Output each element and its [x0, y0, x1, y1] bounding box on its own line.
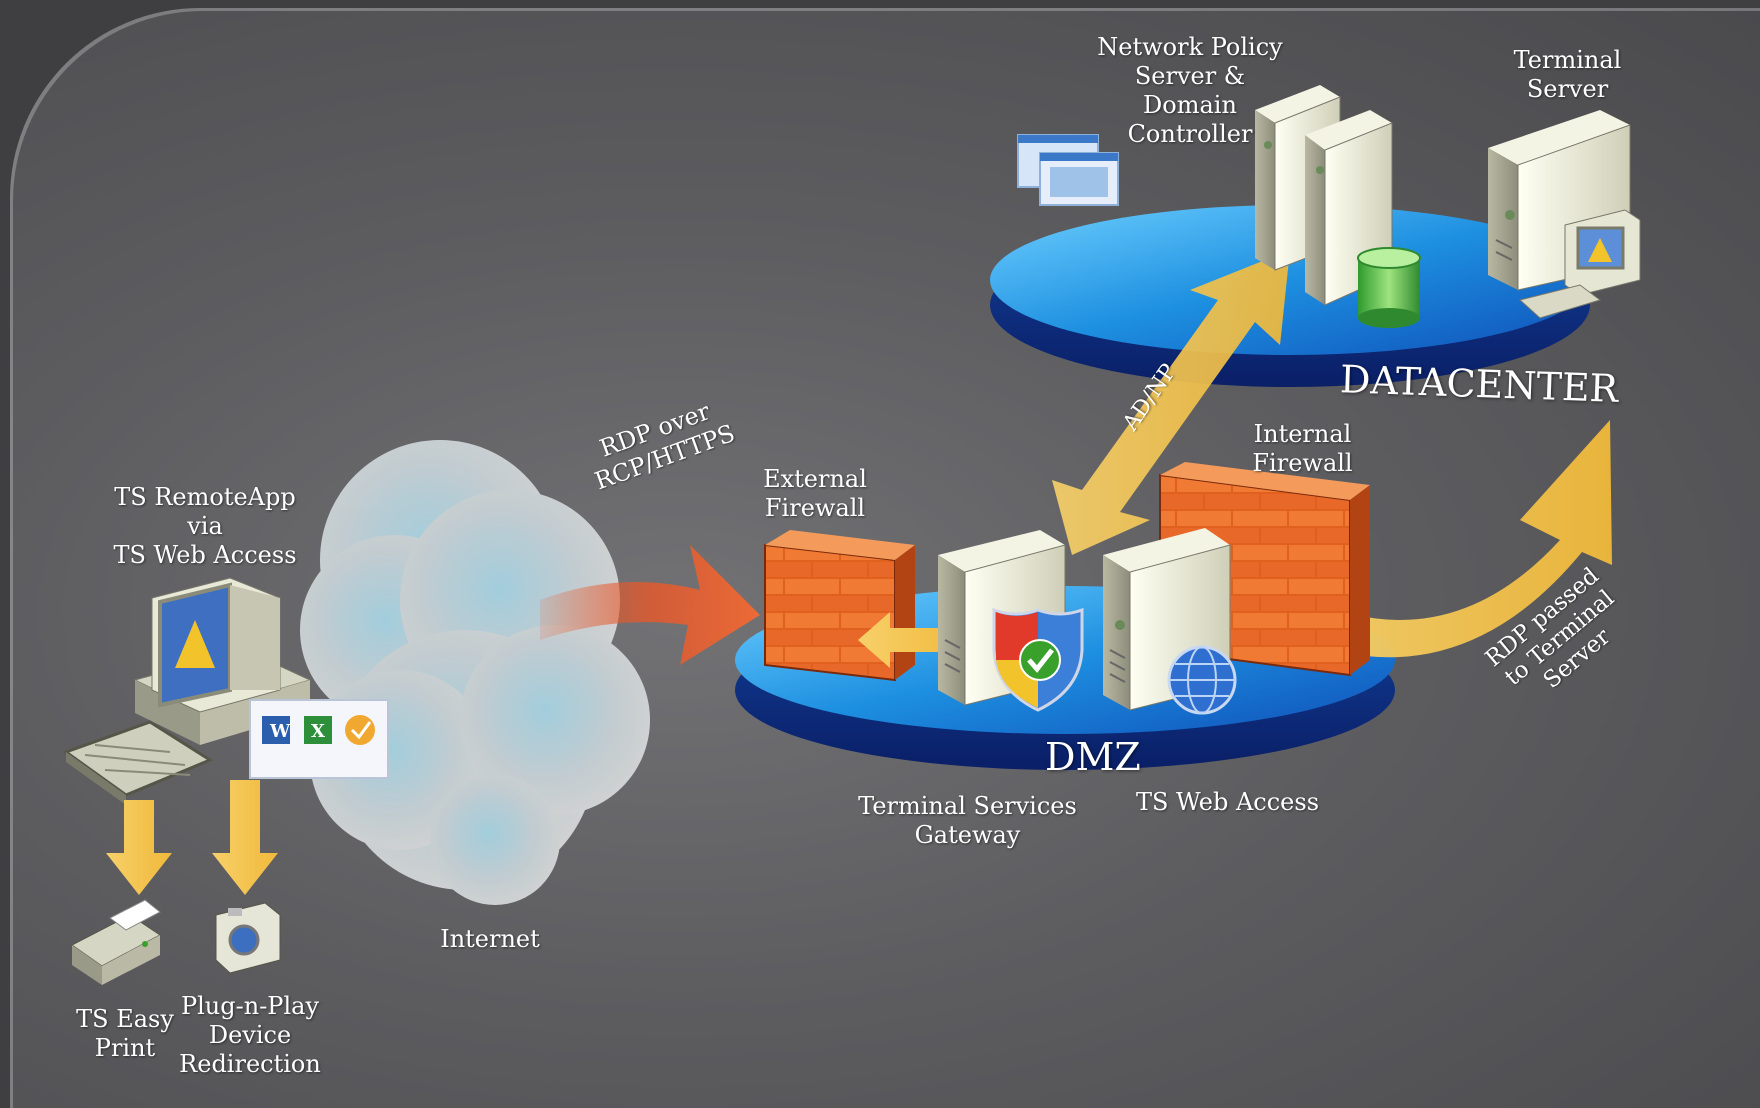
ts-gateway-label: Terminal Services Gateway	[858, 792, 1077, 849]
terminal-server-icon	[1488, 110, 1641, 319]
adnp-arrow	[1052, 250, 1290, 555]
rdp-arrow	[540, 545, 760, 665]
network-diagram: W X TS RemoteApp via TS Web Acce	[10, 8, 1760, 1108]
easy-print-label: TS Easy Print	[76, 1005, 174, 1062]
internet-cloud-icon	[300, 440, 650, 905]
external-firewall-label: External Firewall	[763, 465, 867, 522]
camera-icon	[215, 902, 281, 974]
terminal-server-label: Terminal Server	[1513, 46, 1622, 103]
remoteapp-windows-icon	[1017, 134, 1119, 206]
diagram-canvas: W X	[62, 85, 1641, 985]
print-arrow	[106, 800, 172, 895]
dmz-label: DMZ	[1045, 735, 1141, 779]
globe-icon	[1167, 645, 1237, 715]
printer-icon	[71, 899, 161, 985]
remoteapp-label: TS RemoteApp via TS Web Access	[113, 483, 297, 569]
pnp-arrow	[212, 780, 278, 895]
shield-icon	[992, 607, 1084, 712]
internal-firewall-label: Internal Firewall	[1252, 420, 1353, 477]
office-apps-icon: W X	[249, 699, 389, 779]
svg-text:X: X	[311, 721, 325, 742]
keyboard-icon	[62, 720, 214, 805]
internet-label: Internet	[440, 925, 540, 953]
nps-server-icon	[1255, 85, 1393, 306]
pnp-label: Plug-n-Play Device Redirection	[179, 992, 321, 1078]
firewall-gateway-arrow	[858, 612, 970, 668]
rdp-passed-arrow	[1300, 420, 1612, 658]
ts-web-access-label: TS Web Access	[1135, 788, 1320, 816]
svg-text:W: W	[269, 721, 291, 742]
datacenter-platform	[990, 205, 1590, 387]
database-icon	[1357, 247, 1421, 328]
external-firewall-icon	[764, 530, 915, 682]
nps-label: Network Policy Server & Domain Controlle…	[1097, 33, 1283, 148]
